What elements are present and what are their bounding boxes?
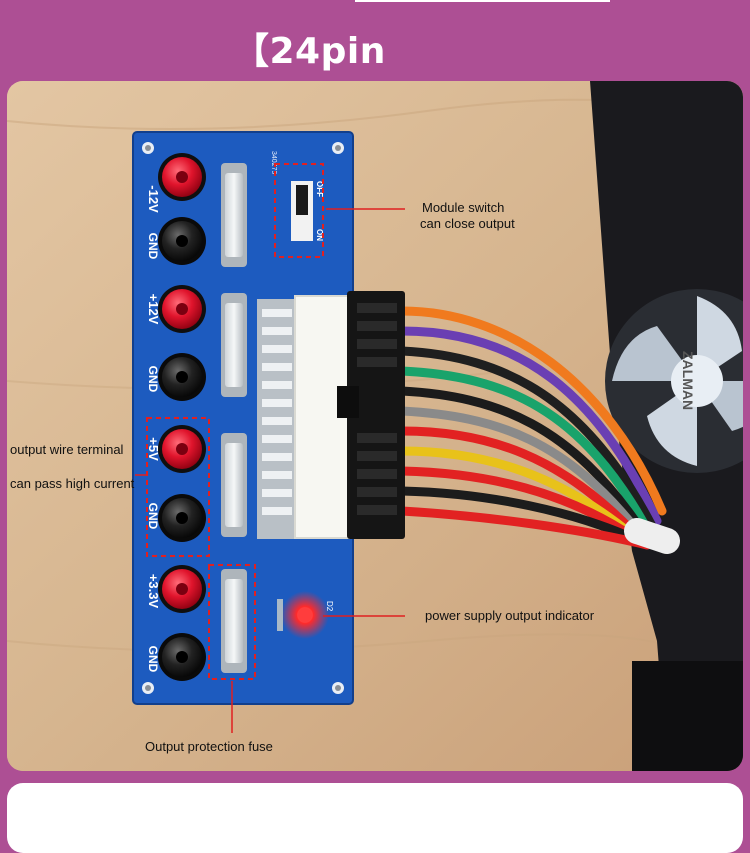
pcb-board: -12V GND +12V GND +5V GND +3.3V GND [132,131,354,705]
terminal-red-plus-12v [158,285,206,333]
wire-bundle [397,306,680,554]
label-plus-5v: +5V [146,437,161,461]
label-gnd-4: GND [146,646,160,673]
callout-switch-line1: Module switch [422,200,505,215]
atx-24pin-plug [337,291,405,539]
callout-module-switch: Module switch can close output [420,200,515,232]
led-ref-label: D2 [325,601,334,612]
callout-switch-line2: can close output [420,216,515,231]
label-minus-12v: -12V [146,185,161,213]
fuse-2 [221,293,247,397]
callout-output-terminal: output wire terminal can pass high curre… [10,442,134,492]
label-plus-12v: +12V [146,294,161,325]
power-indicator-led [277,591,329,639]
switch-on-label: ON [315,229,324,241]
terminal-red-plus-5v [158,425,206,473]
board-serial-text: 340279 [270,151,277,174]
terminal-red-plus-3-3v [158,565,206,613]
module-switch [291,181,313,241]
fuse-1 [221,163,247,267]
product-photo: ZALMAN -12V GND [7,81,743,771]
fan-brand-text: ZALMAN [680,351,696,410]
cpu-fan: ZALMAN [605,289,743,473]
board-photo-illustration: ZALMAN -12V GND [7,81,743,771]
top-divider-line [355,0,610,2]
annotation-marks [135,163,405,733]
bottom-white-panel [7,783,743,853]
terminal-black-gnd-4 [158,633,206,681]
page-title: 【24pin [233,31,386,72]
fuse-3 [221,433,247,537]
terminal-black-gnd-3 [158,494,206,542]
switch-off-label: OFF [315,181,324,197]
terminal-black-gnd-1 [158,217,206,265]
label-gnd-1: GND [146,233,160,260]
callout-protection-fuse: Output protection fuse [145,739,273,754]
callout-terminal-line2: can pass high current [10,476,135,491]
label-plus-3-3v: +3.3V [146,574,161,609]
fuse-4 [221,569,247,673]
callout-power-indicator: power supply output indicator [425,608,595,623]
callout-terminal-line1: output wire terminal [10,442,124,457]
terminal-black-gnd-2 [158,353,206,401]
label-gnd-3: GND [146,503,160,530]
terminal-red-minus-12v [158,153,206,201]
label-gnd-2: GND [146,366,160,393]
